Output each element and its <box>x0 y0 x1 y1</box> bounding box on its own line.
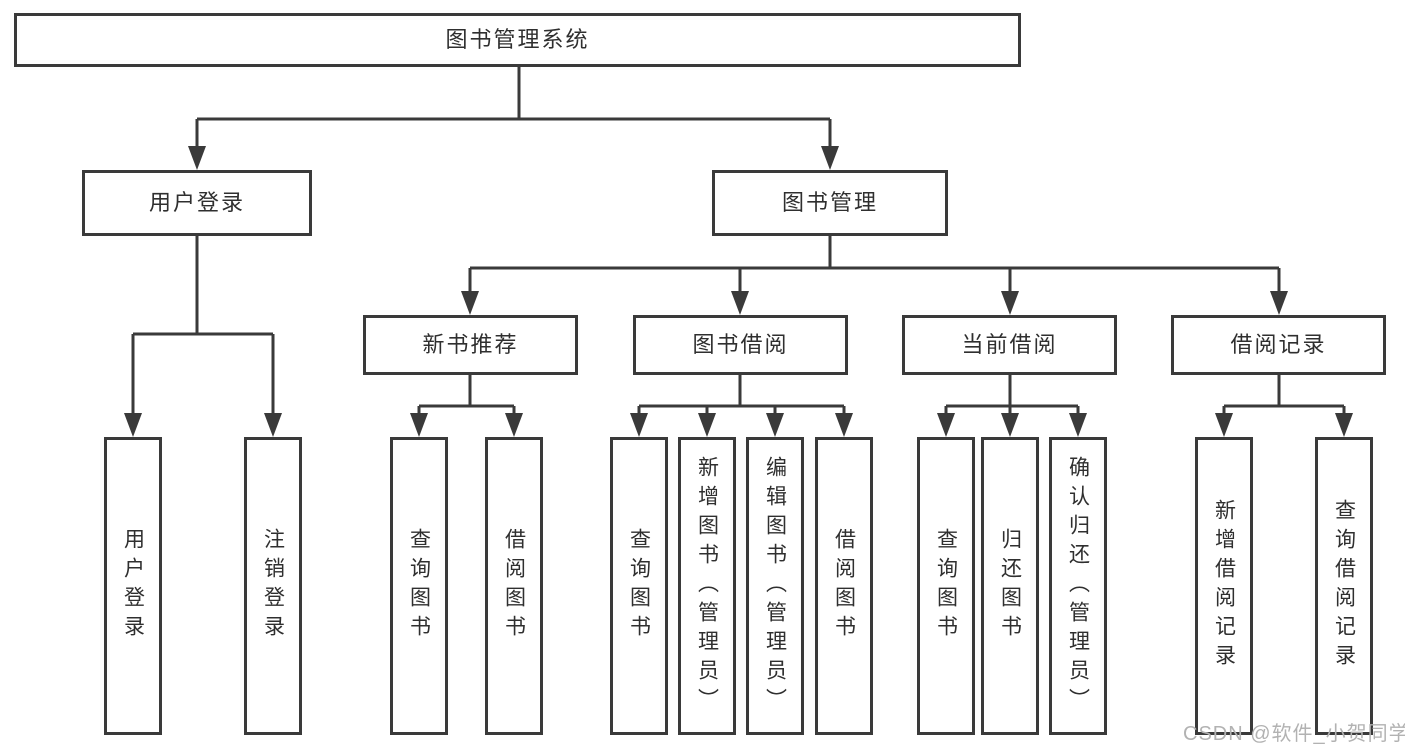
arrow-down-icon <box>1069 413 1087 437</box>
arrow-down-icon <box>630 413 648 437</box>
arrow-down-icon <box>821 146 839 170</box>
watermark: CSDN @软件_小贺同学 <box>1183 723 1405 745</box>
node-borrowing-records: 借阅记录 <box>1171 315 1386 375</box>
arrow-down-icon <box>124 413 142 437</box>
arrow-down-icon <box>835 413 853 437</box>
leaf-query-books-recommendation: 查询图书 <box>390 437 448 735</box>
leaf-user-login: 用户登录 <box>104 437 162 735</box>
leaf-logout: 注销登录 <box>244 437 302 735</box>
arrow-down-icon <box>264 413 282 437</box>
connectors-new-book <box>410 375 523 437</box>
leaf-query-books-current: 查询图书 <box>917 437 975 735</box>
connectors-borrowing-records <box>1215 375 1353 437</box>
leaf-borrow-books-recommendation: 借阅图书 <box>485 437 543 735</box>
connectors-book-management <box>461 236 1288 315</box>
connectors-book-borrowing <box>630 375 853 437</box>
arrow-down-icon <box>1001 291 1019 315</box>
leaf-confirm-return-admin: 确认归还（管理员） <box>1049 437 1107 735</box>
connectors-current-borrowing <box>937 375 1087 437</box>
arrow-down-icon <box>505 413 523 437</box>
arrow-down-icon <box>698 413 716 437</box>
node-book-borrowing: 图书借阅 <box>633 315 848 375</box>
node-new-book-recommendation: 新书推荐 <box>363 315 578 375</box>
arrow-down-icon <box>188 146 206 170</box>
arrow-down-icon <box>1270 291 1288 315</box>
arrow-down-icon <box>766 413 784 437</box>
leaf-add-books-admin: 新增图书（管理员） <box>678 437 736 735</box>
node-current-borrowing: 当前借阅 <box>902 315 1117 375</box>
arrow-down-icon <box>937 413 955 437</box>
node-book-management: 图书管理 <box>712 170 948 236</box>
arrow-down-icon <box>1001 413 1019 437</box>
leaf-add-borrow-record: 新增借阅记录 <box>1195 437 1253 735</box>
node-root-library-system: 图书管理系统 <box>14 13 1021 67</box>
leaf-query-borrow-record: 查询借阅记录 <box>1315 437 1373 735</box>
arrow-down-icon <box>1335 413 1353 437</box>
connectors-user-login <box>124 236 282 437</box>
leaf-edit-books-admin: 编辑图书（管理员） <box>746 437 804 735</box>
node-user-login: 用户登录 <box>82 170 312 236</box>
arrow-down-icon <box>410 413 428 437</box>
connectors-root <box>188 67 839 170</box>
arrow-down-icon <box>731 291 749 315</box>
leaf-return-books: 归还图书 <box>981 437 1039 735</box>
leaf-query-books-borrowing: 查询图书 <box>610 437 668 735</box>
arrow-down-icon <box>1215 413 1233 437</box>
arrow-down-icon <box>461 291 479 315</box>
leaf-borrow-books-borrowing: 借阅图书 <box>815 437 873 735</box>
